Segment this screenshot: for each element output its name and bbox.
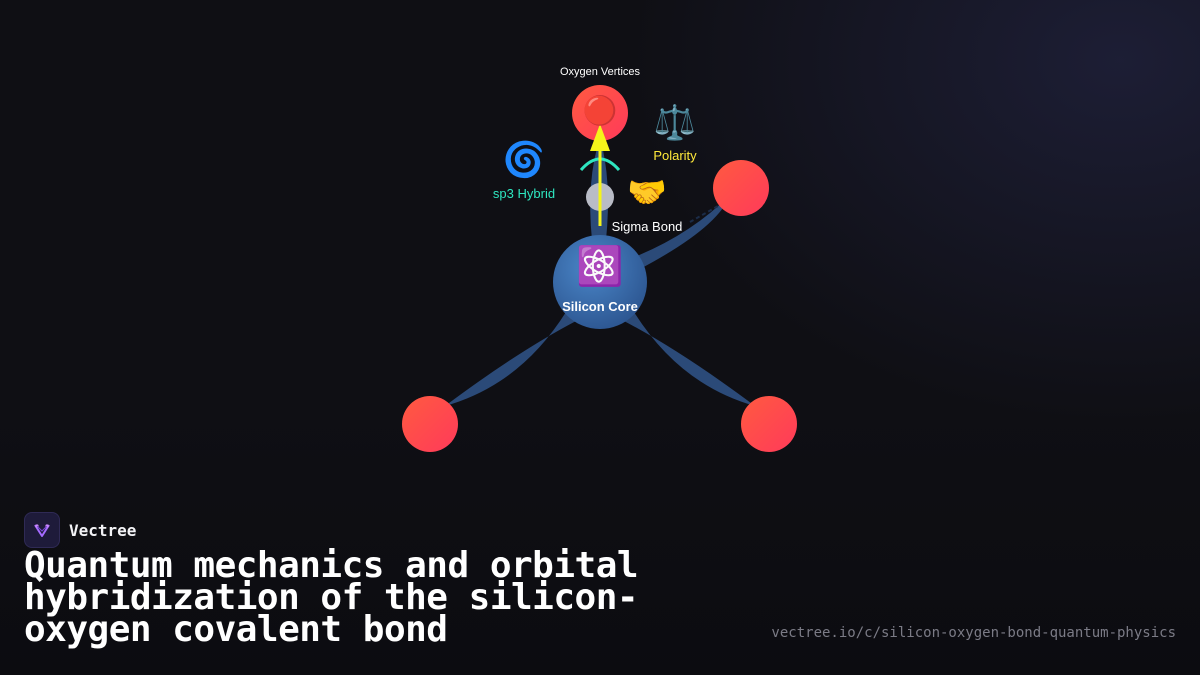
polarity-arrow-head	[590, 124, 610, 151]
oxygen-atom-top	[572, 85, 628, 141]
oxygen-atom-lower-left	[402, 396, 458, 452]
oxygen-atom-upper-right	[713, 160, 769, 216]
handshake-icon: 🤝	[627, 173, 667, 211]
atom-icon: ⚛️	[576, 244, 623, 288]
oxygen-atom-lower-right	[741, 396, 797, 452]
bond-upper-right	[632, 195, 730, 270]
bond-lower-right	[622, 312, 755, 406]
bond-dash	[689, 205, 719, 223]
sigma-bond-label: Sigma Bond	[612, 219, 683, 234]
page-title: Quantum mechanics and orbital hybridizat…	[24, 545, 639, 650]
bond-lower-left	[445, 312, 578, 406]
polarity-label: Polarity	[653, 148, 697, 163]
brand: Vectree	[24, 512, 136, 548]
silicon-core	[553, 235, 647, 329]
scales-icon: ⚖️	[654, 103, 696, 143]
vectree-logo-icon	[24, 512, 60, 548]
sp3-hybrid-label: sp3 Hybrid	[493, 186, 555, 201]
silicon-core-label: Silicon Core	[562, 299, 638, 314]
source-url: vectree.io/c/silicon-oxygen-bond-quantum…	[771, 625, 1176, 641]
oxygen-icon: 🔴	[583, 94, 618, 127]
brand-name: Vectree	[69, 520, 137, 540]
oxygen-vertices-label: Oxygen Vertices	[560, 66, 641, 78]
spiral-icon: 🌀	[503, 139, 545, 180]
